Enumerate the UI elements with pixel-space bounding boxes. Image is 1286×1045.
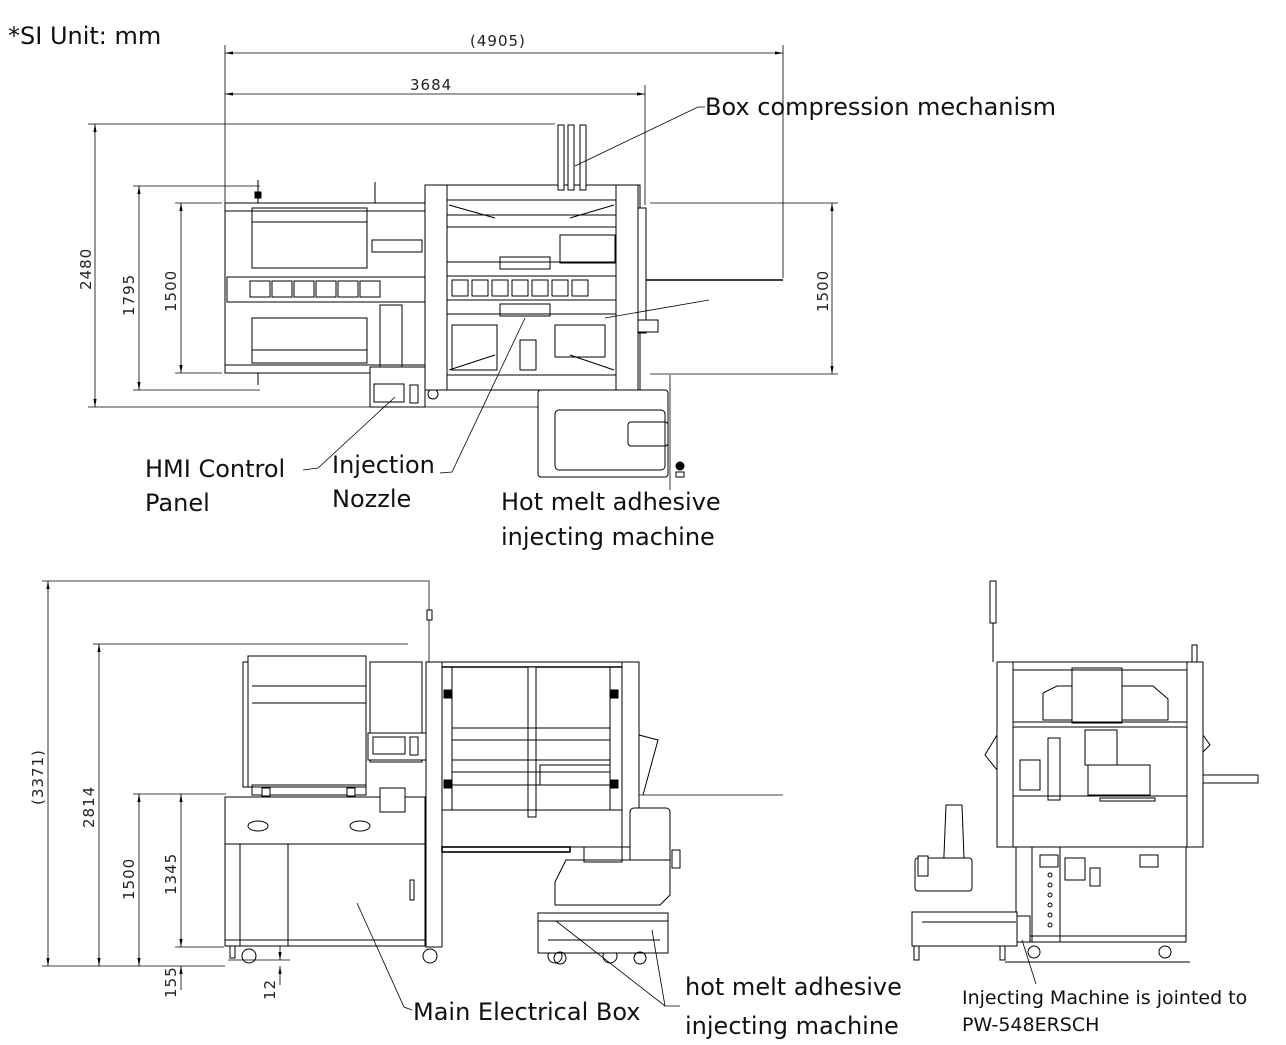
label-electrical-box: Main Electrical Box xyxy=(413,998,640,1026)
front-view: (3371) 2814 1500 1345 155 12 xyxy=(29,580,902,1040)
dim-overall-height: (3371) xyxy=(29,580,428,967)
dim-inner-width-left: 1500 xyxy=(162,202,222,374)
main-forming-section xyxy=(424,124,783,391)
leader-box-compression xyxy=(574,106,705,167)
side-frame xyxy=(984,644,1259,848)
dim-machine-length-value: 3684 xyxy=(410,76,452,94)
dim-caster-height-value: 155 xyxy=(162,966,180,998)
dim-table-height: 1500 xyxy=(120,793,226,966)
label-hmi-line2: Panel xyxy=(145,489,210,517)
infeed-section xyxy=(224,180,433,385)
dim-overall-width: 2480 xyxy=(77,123,555,408)
dim-inner-width-left-value: 1500 xyxy=(162,270,180,312)
dim-table-height-value: 1500 xyxy=(120,858,138,900)
leader-hmi xyxy=(302,396,396,471)
signal-tower xyxy=(989,580,997,624)
forming-rollers xyxy=(451,279,589,297)
hmi-control-panel-top xyxy=(369,366,439,408)
label-box-compression: Box compression mechanism xyxy=(705,93,1056,121)
dim-table-offset: 1345 155 xyxy=(162,794,224,998)
label-hotmelt-front-line2: injecting machine xyxy=(685,1012,899,1040)
label-hotmelt-top-line2: injecting machine xyxy=(501,523,715,551)
dim-inner-width-right: 1500 xyxy=(650,202,838,375)
dim-table-offset-value: 1345 xyxy=(162,853,180,895)
leader-hotmelt-front-b xyxy=(651,929,666,1007)
label-hmi-line1: HMI Control xyxy=(145,455,285,483)
label-nozzle-line1: Injection xyxy=(332,451,435,479)
label-joint-line1: Injecting Machine is jointed to xyxy=(962,987,1247,1009)
hotmelt-machine-top xyxy=(537,375,685,490)
box-magazine xyxy=(242,655,367,797)
side-lower-body xyxy=(1005,846,1190,963)
dim-inner-width-right-value: 1500 xyxy=(814,270,832,312)
dim-overall-height-value: (3371) xyxy=(29,749,47,805)
label-hotmelt-top-line1: Hot melt adhesive xyxy=(501,488,721,516)
hotmelt-machine-front xyxy=(537,807,681,965)
hotmelt-machine-side xyxy=(911,804,1018,961)
leader-nozzle xyxy=(439,317,526,474)
forming-frame-front xyxy=(425,580,783,948)
dim-overall-width-value: 2480 xyxy=(77,248,95,290)
main-lower-body xyxy=(224,796,618,964)
top-view: (4905) 3684 2480 1795 1500 xyxy=(77,32,1056,551)
hmi-front xyxy=(367,661,427,813)
dim-frame-height-value: 2814 xyxy=(80,786,98,828)
dim-overall-length: (4905) xyxy=(224,32,784,278)
leader-joint xyxy=(1021,939,1037,985)
dim-frame-width: 1795 xyxy=(120,185,260,391)
side-view: Injecting Machine is jointed to PW-548ER… xyxy=(911,580,1259,1036)
label-hotmelt-front-line1: hot melt adhesive xyxy=(685,973,902,1001)
dim-frame-width-value: 1795 xyxy=(120,274,138,316)
dim-floor-clearance: 12 xyxy=(228,940,290,1000)
leader-electrical-box xyxy=(356,902,413,1011)
unit-note: *SI Unit: mm xyxy=(8,22,161,50)
dim-floor-clearance-value: 12 xyxy=(261,979,279,1000)
dim-overall-length-value: (4905) xyxy=(470,32,526,50)
label-joint-line2: PW-548ERSCH xyxy=(962,1014,1099,1036)
leader-hotmelt-top xyxy=(604,299,710,319)
dim-machine-length: 3684 xyxy=(225,76,646,205)
dim-frame-height: 2814 xyxy=(80,643,408,966)
label-nozzle-line2: Nozzle xyxy=(332,485,411,513)
conveyor-rollers xyxy=(249,280,381,298)
